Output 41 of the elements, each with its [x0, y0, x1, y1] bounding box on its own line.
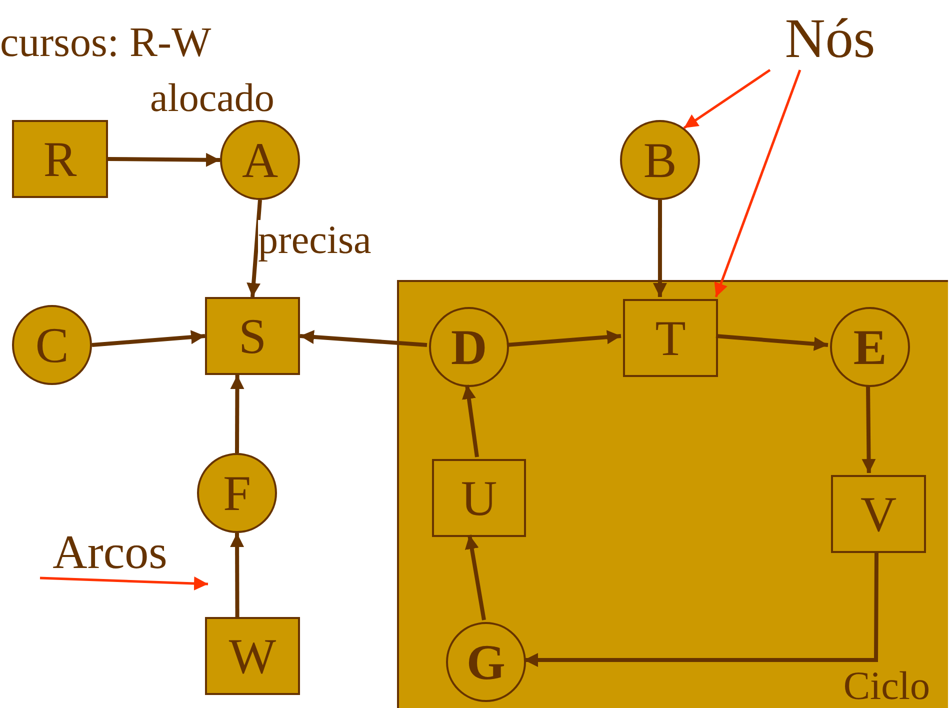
arrow: [716, 334, 828, 351]
process-box: [12, 120, 108, 198]
arrow: [683, 68, 771, 130]
node-label: E: [853, 322, 887, 372]
arrow: [40, 576, 208, 590]
region-label: Ciclo: [843, 666, 930, 706]
node-label: S: [238, 311, 266, 361]
node-label: B: [643, 135, 677, 185]
process-box: [205, 297, 300, 375]
arrow: [108, 152, 220, 167]
node-label: T: [655, 313, 686, 363]
arrow: [714, 70, 802, 298]
node-label: G: [466, 637, 506, 687]
process-box: [432, 459, 526, 537]
process-box: [623, 299, 718, 377]
process-box: [831, 475, 926, 553]
arrow: [230, 375, 244, 453]
arrow: [462, 384, 479, 458]
process-box: [205, 617, 300, 695]
node-label: F: [223, 468, 251, 518]
callout-text: Arcos: [40, 528, 180, 578]
arrow: [300, 330, 428, 347]
node-label: D: [450, 322, 488, 372]
callout-text: Nós: [770, 8, 890, 70]
node-label: C: [35, 320, 69, 370]
heading-text: cursos: R-W: [0, 22, 212, 64]
arrow: [652, 200, 667, 297]
arrow: [92, 330, 206, 347]
node-label: W: [228, 631, 276, 681]
arrow: [464, 534, 486, 620]
cycle-region: [397, 280, 948, 708]
arrow: [230, 533, 244, 617]
arrow: [506, 330, 622, 347]
node-label: A: [242, 135, 278, 185]
node-label: V: [860, 489, 897, 539]
edge-label: precisa: [258, 220, 372, 260]
node-label: R: [43, 134, 77, 184]
arrow: [862, 384, 876, 474]
node-label: U: [460, 473, 498, 523]
arrow: [524, 551, 878, 667]
arrow: [246, 200, 262, 298]
